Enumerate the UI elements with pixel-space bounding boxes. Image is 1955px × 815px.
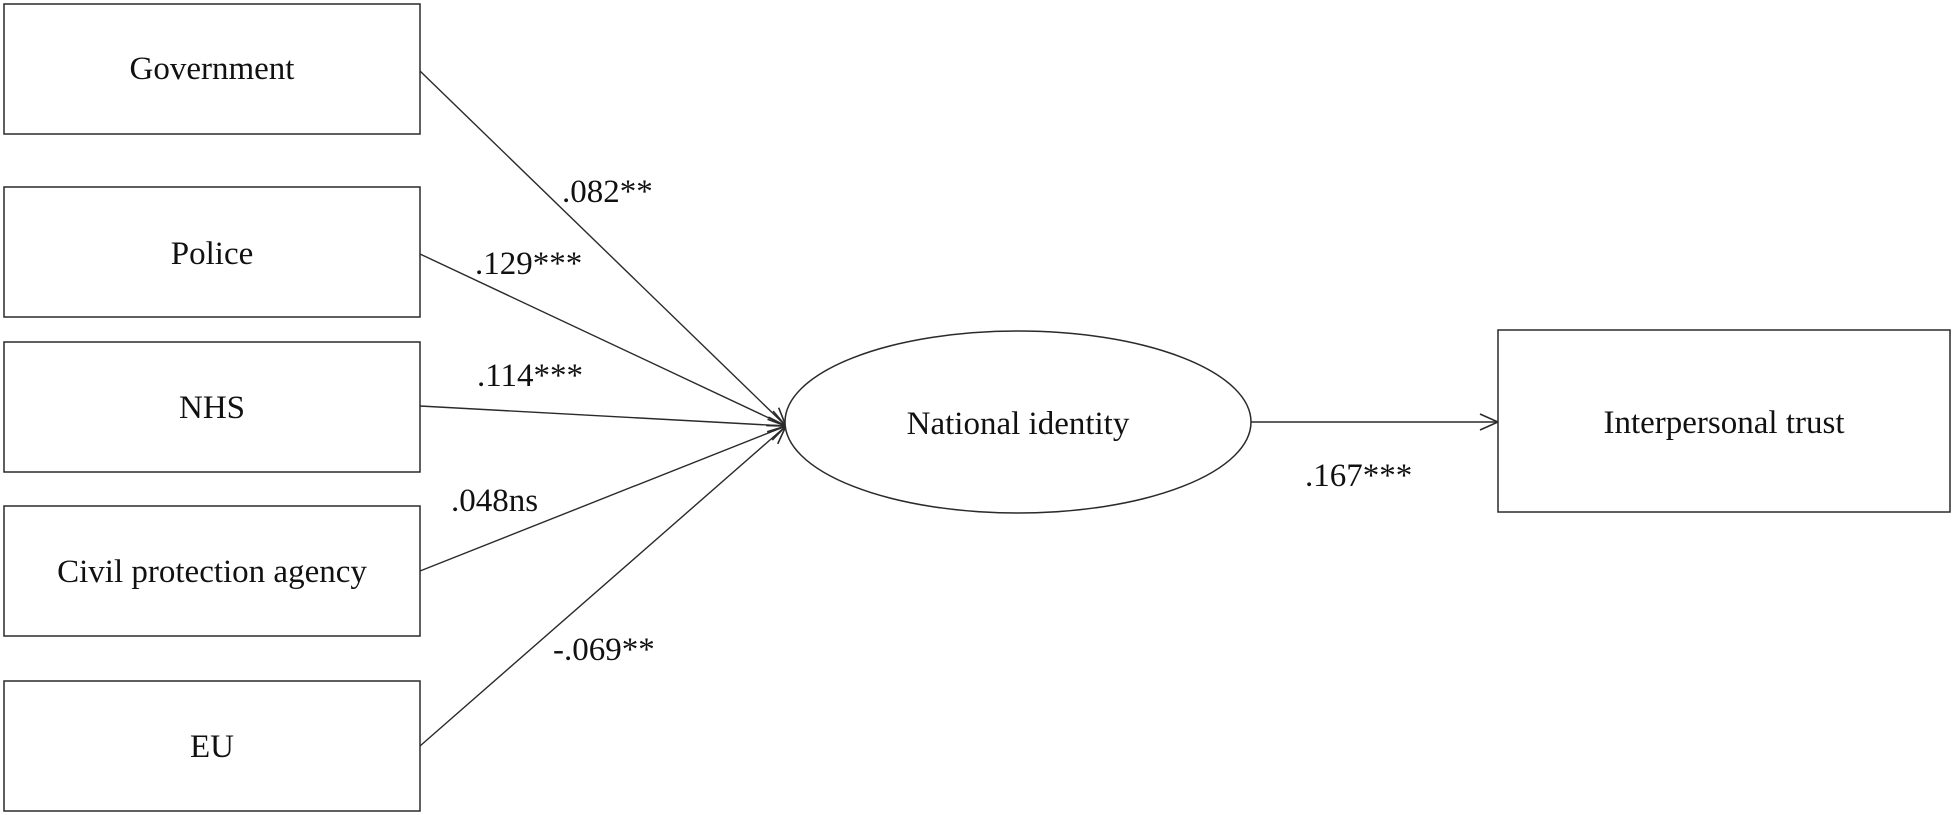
outcome-interpersonal-trust: Interpersonal trust (1497, 329, 1951, 513)
label-national-identity: National identity (907, 406, 1130, 442)
coefficients: .082** .129*** .114*** .048ns -.069** .1… (451, 174, 1412, 668)
predictor-police: Police (3, 186, 421, 318)
predictor-eu: EU (3, 680, 421, 812)
box-police (3, 186, 421, 318)
label-nhs: NHS (179, 390, 245, 426)
label-interpersonal-trust: Interpersonal trust (1603, 405, 1844, 441)
arrows (419, 70, 1498, 747)
coefficient-national-identity-to-interpersonal-trust: .167*** (1305, 458, 1412, 494)
coefficient-civil-protection-agency: .048ns (451, 483, 538, 519)
path-police-to-national-identity (419, 253, 786, 426)
predictor-civil-protection-agency: Civil protection agency (3, 505, 421, 637)
predictor-government: Government (3, 3, 421, 135)
label-civil-protection-agency: Civil protection agency (57, 554, 367, 590)
coefficient-government: .082** (562, 174, 653, 210)
box-civil-protection-agency (3, 505, 421, 637)
path-eu-to-national-identity (419, 426, 786, 747)
box-government (3, 3, 421, 135)
box-eu (3, 680, 421, 812)
box-interpersonal-trust (1497, 329, 1951, 513)
path-government-to-national-identity (419, 70, 786, 426)
coefficient-nhs: .114*** (477, 358, 583, 394)
coefficient-police: .129*** (475, 246, 582, 282)
label-eu: EU (190, 729, 234, 765)
path-nhs-to-national-identity (419, 405, 786, 426)
predictor-nhs: NHS (3, 341, 421, 473)
ellipse-national-identity (784, 330, 1252, 514)
path-civil-to-national-identity (419, 426, 786, 572)
label-government: Government (130, 51, 295, 87)
label-police: Police (171, 236, 253, 272)
coefficient-eu: -.069** (553, 632, 655, 668)
mediator-national-identity: National identity (784, 330, 1252, 514)
box-nhs (3, 341, 421, 473)
